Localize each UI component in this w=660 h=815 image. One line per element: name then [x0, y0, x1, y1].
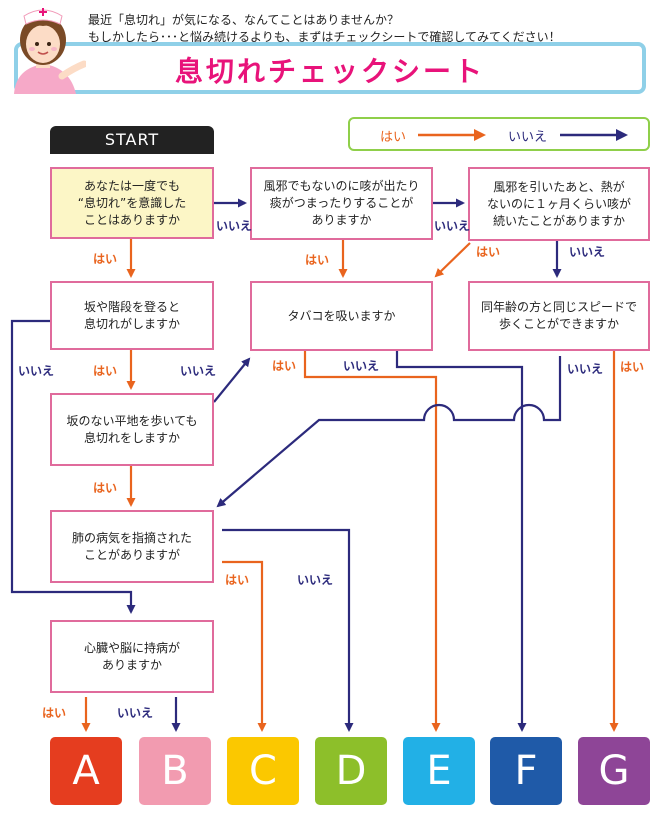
- answer-label-no: いいえ: [434, 219, 471, 233]
- answer-label-no: いいえ: [180, 364, 217, 378]
- question-box-9: 心臓や脳に持病が ありますか: [50, 620, 214, 693]
- answer-label-yes: はい: [93, 481, 118, 495]
- result-c: C: [227, 737, 299, 805]
- start-label: START: [50, 126, 214, 154]
- answer-label-yes: はい: [620, 360, 645, 374]
- answer-label-no: いいえ: [569, 245, 606, 259]
- answer-label-yes: はい: [305, 253, 330, 267]
- answer-label-yes: はい: [42, 706, 67, 720]
- answer-label-no: いいえ: [216, 219, 253, 233]
- legend: はい いいえ: [348, 117, 650, 151]
- result-a: A: [50, 737, 122, 805]
- result-f: F: [490, 737, 562, 805]
- nurse-illustration-icon: [14, 8, 86, 94]
- question-box-6: 同年齢の方と同じスピードで 歩くことができますか: [468, 281, 650, 351]
- question-box-1: あなたは一度でも “息切れ”を意識した ことはありますか: [50, 167, 214, 239]
- answer-label-no: いいえ: [117, 706, 154, 720]
- answer-label-no: いいえ: [567, 362, 604, 376]
- answer-label-yes: はい: [225, 573, 250, 587]
- question-box-4: 坂や階段を登ると 息切れがしますか: [50, 281, 214, 350]
- result-b: B: [139, 737, 211, 805]
- result-e: E: [403, 737, 475, 805]
- intro-line-1: 最近「息切れ」が気になる、なんてことはありませんか？: [88, 13, 400, 27]
- answer-label-yes: はい: [93, 364, 118, 378]
- page-title: 息切れチェックシート: [174, 55, 485, 88]
- result-g: G: [578, 737, 650, 805]
- intro-text: 最近「息切れ」が気になる、なんてことはありませんか？ もしかしたら･･･と悩み続…: [88, 12, 561, 46]
- result-d: D: [315, 737, 387, 805]
- answer-label-no: いいえ: [18, 364, 55, 378]
- legend-no-arrow-icon: [560, 129, 628, 141]
- question-box-5: タバコを吸いますか: [250, 281, 433, 351]
- question-box-7: 坂のない平地を歩いても 息切れをしますか: [50, 393, 214, 466]
- title-bar: 息切れチェックシート: [14, 42, 646, 94]
- question-box-3: 風邪を引いたあと、熱が ないのに１ヶ月くらい咳が 続いたことがありますか: [468, 167, 650, 241]
- intro-line-2: もしかしたら･･･と悩み続けるよりも、まずはチェックシートで確認してみてください…: [88, 30, 561, 44]
- legend-yes-label: はい: [380, 130, 407, 145]
- legend-yes-arrow-icon: [418, 129, 486, 141]
- answer-label-yes: はい: [272, 359, 297, 373]
- answer-label-no: いいえ: [343, 359, 380, 373]
- answer-label-no: いいえ: [297, 573, 334, 587]
- answer-label-yes: はい: [93, 252, 118, 266]
- question-box-8: 肺の病気を指摘された ことがありますが: [50, 510, 214, 583]
- legend-no-label: いいえ: [508, 130, 548, 145]
- answer-label-yes: はい: [476, 245, 501, 259]
- question-box-2: 風邪でもないのに咳が出たり 痰がつまったりすることが ありますか: [250, 167, 433, 240]
